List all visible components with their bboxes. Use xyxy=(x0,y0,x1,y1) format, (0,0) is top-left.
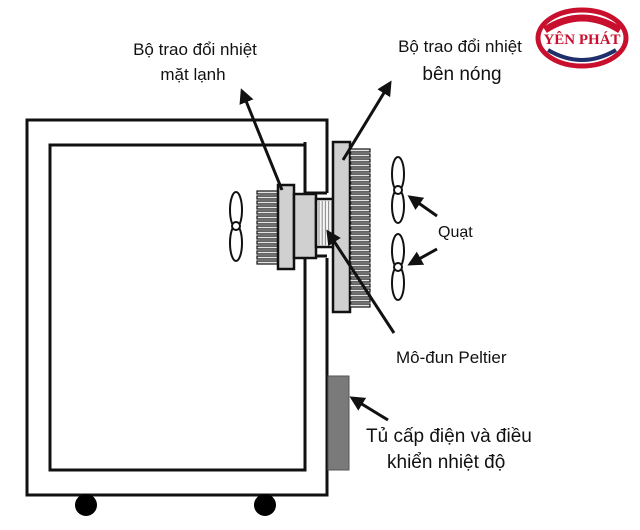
hot-sink-fin xyxy=(349,173,371,178)
hot-sink-fin xyxy=(349,193,371,198)
hot-sink-fin xyxy=(349,303,371,308)
hot-sink-fin xyxy=(349,243,371,248)
arrow-cold-sink xyxy=(239,88,284,191)
cold-sink-fin xyxy=(256,235,279,240)
cabinet xyxy=(25,118,329,516)
cold-sink-base xyxy=(276,183,296,271)
arrow-fan-top xyxy=(407,195,438,218)
cold-sink-fin xyxy=(256,225,279,230)
label-power-line2: khiển nhiệt độ xyxy=(387,452,505,473)
arrow-power-box xyxy=(349,396,389,422)
cold-sink-fin xyxy=(256,210,279,215)
hot-sink-fin xyxy=(349,258,371,263)
hot-sink-fin xyxy=(349,208,371,213)
power-control-box xyxy=(327,375,350,471)
hot-sink-fin xyxy=(349,233,371,238)
cold-plate xyxy=(292,192,318,260)
hot-sink-fin xyxy=(349,163,371,168)
hot-sink-fin xyxy=(349,218,371,223)
cold-sink-fin xyxy=(256,260,279,265)
cold-sink-fin xyxy=(256,195,279,200)
logo-text: YÊN PHÁT xyxy=(543,31,620,48)
hot-sink-fin xyxy=(349,148,371,153)
arrow-hot-sink xyxy=(341,80,392,161)
cold-sink-fin xyxy=(256,245,279,250)
hot-sink-fin xyxy=(349,153,371,158)
label-fan: Quạt xyxy=(438,224,473,241)
hot-sink-base xyxy=(331,140,352,314)
hot-sink-fin xyxy=(349,248,371,253)
cold-heat-sink xyxy=(256,183,318,271)
label-power-line1: Tủ cấp điện và điều xyxy=(366,426,532,447)
hot-sink-fin xyxy=(349,238,371,243)
cold-sink-fin xyxy=(256,215,279,220)
hot-sink-fin xyxy=(349,223,371,228)
yen-phat-logo: YÊN PHÁT xyxy=(535,7,629,69)
hot-sink-fin xyxy=(349,158,371,163)
hot-sink-fin xyxy=(349,213,371,218)
cold-sink-fin xyxy=(256,255,279,260)
wheel-left xyxy=(75,494,97,516)
hot-sink-fin xyxy=(349,293,371,298)
hot-sink-fin xyxy=(349,273,371,278)
label-peltier: Mô-đun Peltier xyxy=(396,348,507,367)
cold-sink-fin xyxy=(256,230,279,235)
cold-sink-fin xyxy=(256,190,279,195)
arrow-fan-bottom xyxy=(407,247,438,266)
wheel-right xyxy=(254,494,276,516)
cabinet-outer-wall xyxy=(25,118,329,497)
hot-sink-fin xyxy=(349,183,371,188)
hot-sink-fin xyxy=(349,298,371,303)
hot-sink-fin xyxy=(349,253,371,258)
hot-sink-fin xyxy=(349,228,371,233)
hot-heat-sink xyxy=(331,140,371,314)
hot-sink-fin xyxy=(349,288,371,293)
label-hot-sink-line1: Bộ trao đổi nhiệt xyxy=(398,37,522,56)
hot-sink-fin xyxy=(349,268,371,273)
fan-bottom xyxy=(391,233,405,301)
hot-sink-fin xyxy=(349,198,371,203)
peltier-module xyxy=(314,197,336,249)
hot-sink-fin xyxy=(349,168,371,173)
hot-sink-fin xyxy=(349,263,371,268)
hot-sink-fin xyxy=(349,203,371,208)
arrows xyxy=(239,80,438,422)
label-cold-sink-line1: Bộ trao đổi nhiệt xyxy=(133,40,257,59)
hot-sink-fin xyxy=(349,283,371,288)
fan-interior xyxy=(229,191,243,262)
label-cold-sink-line2: mặt lạnh xyxy=(160,65,225,84)
cold-sink-fin xyxy=(256,250,279,255)
cold-sink-fin xyxy=(256,205,279,210)
label-hot-sink-line2: bên nóng xyxy=(422,64,501,85)
hot-sink-fin xyxy=(349,178,371,183)
hot-sink-fin xyxy=(349,188,371,193)
arrow-peltier xyxy=(326,229,396,334)
fan-top xyxy=(391,156,405,224)
cold-sink-fin xyxy=(256,240,279,245)
cold-sink-fin xyxy=(256,200,279,205)
cold-sink-fin xyxy=(256,220,279,225)
